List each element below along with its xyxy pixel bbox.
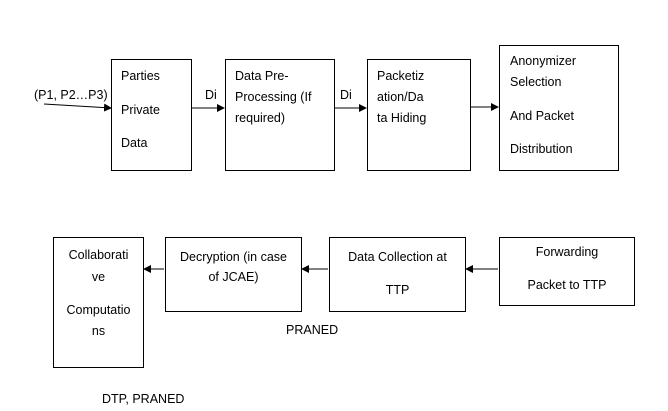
preprocessing-line-2: Processing (If — [235, 90, 312, 104]
caption-praned: PRANED — [286, 323, 339, 337]
packetization-line-2: ation/Da — [377, 90, 424, 104]
anonymizer-selection-box: Anonymizer Selection And Packet Distribu… — [499, 45, 619, 171]
edge-label-di-1: Di — [205, 88, 217, 102]
packetization-box: Packetiz ation/Da ta Hiding — [367, 59, 471, 171]
parties-private-data-box: Parties Private Data — [111, 59, 192, 171]
preprocessing-line-3: required) — [235, 111, 286, 125]
parties-line-1: Parties — [121, 69, 160, 83]
preprocessing-line-1: Data Pre- — [235, 69, 289, 83]
parties-line-3: Data — [121, 136, 148, 150]
collaborative-line-2: ve — [91, 270, 106, 284]
edge-label-di-2: Di — [340, 88, 352, 102]
collaborative-line-4: ns — [91, 324, 106, 338]
packetization-line-1: Packetiz — [377, 69, 425, 83]
decryption-line-1: Decryption (in case — [180, 250, 287, 264]
input-label: (P1, P2…P3) — [34, 88, 108, 102]
decryption-box: Decryption (in case of JCAE) — [165, 237, 302, 312]
collaborative-line-1: Collaborati — [68, 248, 129, 262]
anonymizer-line-3: And Packet — [510, 109, 574, 123]
collection-line-2: TTP — [385, 283, 410, 297]
collaborative-line-3: Computatio — [66, 303, 131, 317]
data-preprocessing-box: Data Pre- Processing (If required) — [225, 59, 335, 171]
forwarding-packet-box: Forwarding Packet to TTP — [499, 237, 635, 306]
anonymizer-line-1: Anonymizer — [510, 54, 576, 68]
packetization-line-3: ta Hiding — [377, 111, 427, 125]
anonymizer-line-4: Distribution — [510, 142, 573, 156]
parties-line-2: Private — [121, 103, 160, 117]
caption-dtp-praned: DTP, PRANED — [102, 392, 185, 406]
anonymizer-line-2: Selection — [510, 75, 562, 89]
data-collection-box: Data Collection at TTP — [329, 237, 466, 312]
arrow-input-to-parties — [43, 103, 112, 112]
collection-line-1: Data Collection at — [348, 250, 447, 264]
forwarding-line-1: Forwarding — [535, 245, 599, 259]
collaborative-computations-box: Collaborati ve Computatio ns — [53, 237, 144, 368]
forwarding-line-2: Packet to TTP — [527, 278, 607, 292]
decryption-line-2: of JCAE) — [208, 270, 259, 284]
